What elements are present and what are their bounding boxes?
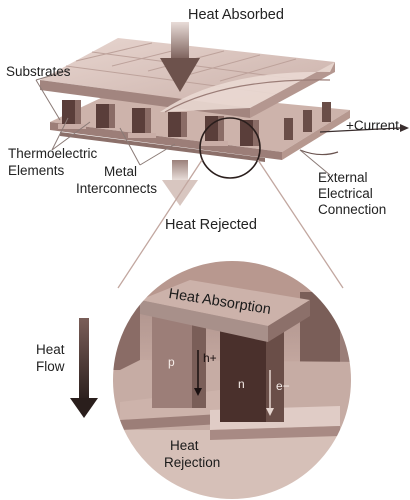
thermoelectric-elements [58, 100, 331, 146]
thermoelectric-label-2: Elements [8, 163, 65, 178]
callout-lines [35, 69, 331, 176]
heat-absorbed-arrow [160, 22, 200, 92]
heat-flow-label-2: Flow [36, 359, 65, 374]
metal-interconnects-label-1: Metal [104, 164, 138, 179]
external-connection-label-2: Electrical [318, 186, 373, 201]
zoomed-detail [112, 260, 352, 500]
external-connection-label-3: Connection [318, 202, 387, 217]
p-type-label: p [168, 355, 175, 369]
metal-interconnects-label-2: Interconnects [76, 181, 158, 196]
hole-carrier-label: h+ [203, 351, 217, 365]
heat-rejection-label-2: Rejection [164, 455, 221, 470]
current-lead [299, 124, 409, 156]
heat-rejected-arrow [162, 160, 198, 206]
external-connection-label-1: External [318, 170, 368, 185]
heat-rejected-label: Heat Rejected [165, 217, 257, 233]
heat-flow-label-1: Heat [36, 342, 65, 357]
substrates-label: Substrates [6, 64, 71, 79]
n-type-label: n [238, 377, 245, 391]
heat-absorbed-label: Heat Absorbed [188, 7, 284, 23]
top-substrate [40, 38, 335, 118]
thermoelectric-label-1: Thermoelectric [8, 146, 98, 161]
electron-carrier-label: e− [276, 379, 290, 393]
zoom-projection-lines [117, 159, 344, 289]
heat-flow-arrow [70, 318, 98, 418]
heat-rejection-label-1: Heat [170, 438, 199, 453]
current-label: +Current [346, 118, 399, 133]
zoom-indicator [199, 117, 261, 179]
